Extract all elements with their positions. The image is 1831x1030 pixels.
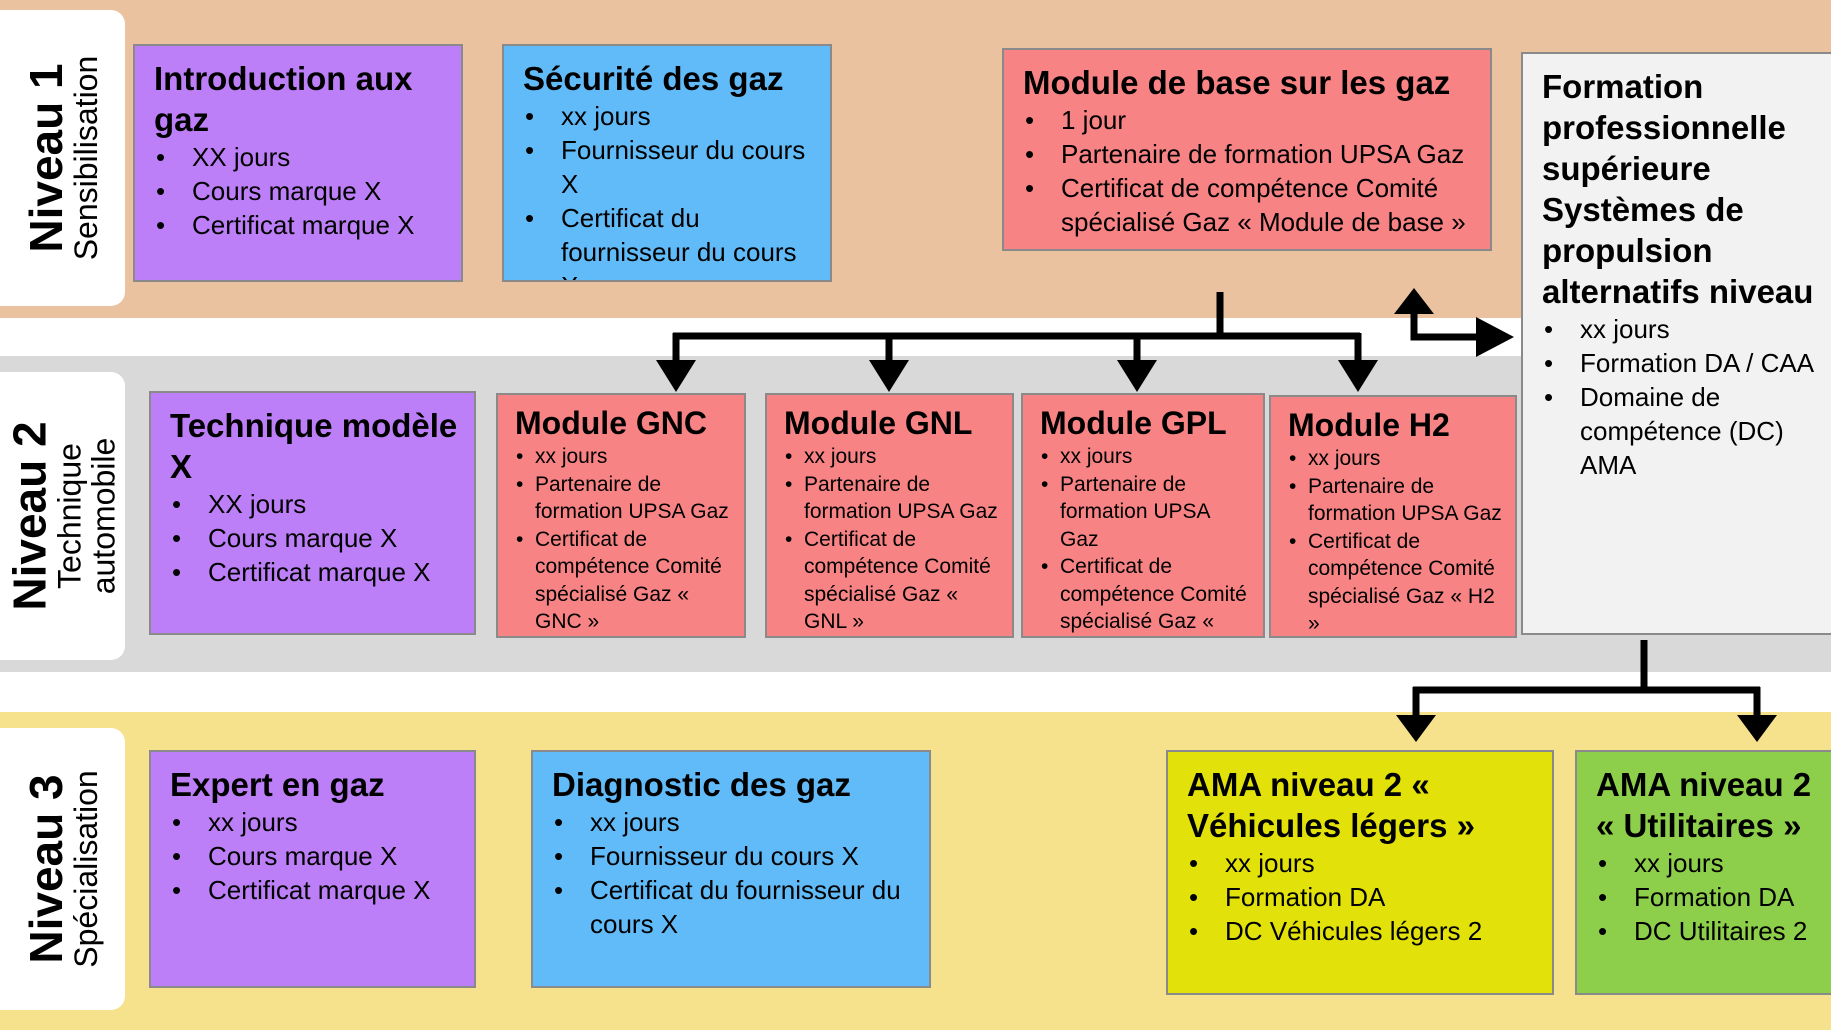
list-item: xx jours	[170, 805, 458, 839]
list-item: Partenaire de formation UPSA Gaz	[1023, 137, 1474, 171]
list-item: DC Utilitaires 2	[1596, 914, 1829, 948]
arrowhead-ama-util	[1737, 715, 1777, 742]
list-item: Certificat marque X	[170, 555, 458, 589]
box-ama-vehicules-legers[interactable]: AMA niveau 2 « Véhicules légers » xx jou…	[1166, 750, 1554, 995]
box-title: Sécurité des gaz	[523, 60, 784, 97]
box-diagnostic-gaz[interactable]: Diagnostic des gaz xx jours Fournisseur …	[531, 750, 931, 988]
arrowhead-gnl	[869, 360, 909, 392]
box-module-gnl[interactable]: Module GNL xx jours Partenaire de format…	[765, 393, 1014, 638]
connector-double-arrow	[1410, 313, 1478, 341]
item-list: 1 jour Partenaire de formation UPSA Gaz …	[1023, 103, 1474, 239]
item-list: xx jours Formation DA DC Utilitaires 2	[1596, 846, 1829, 948]
box-module-gpl[interactable]: Module GPL xx jours Partenaire de format…	[1021, 393, 1265, 638]
list-item: Fournisseur du cours X	[552, 839, 913, 873]
arrowhead-ama-vl	[1396, 715, 1436, 742]
item-list: xx jours Partenaire de formation UPSA Ga…	[1040, 443, 1253, 636]
box-securite-gaz[interactable]: Sécurité des gaz xx jours Fournisseur du…	[502, 44, 832, 282]
item-list: xx jours Formation DA DC Véhicules léger…	[1187, 846, 1536, 948]
list-item: Certificat de compétence Comité spéciali…	[784, 526, 1002, 636]
item-list: xx jours Partenaire de formation UPSA Ga…	[784, 443, 1002, 636]
list-item: Partenaire de formation UPSA Gaz	[784, 471, 1002, 526]
box-module-h2[interactable]: Module H2 xx jours Partenaire de formati…	[1269, 395, 1517, 638]
item-list: xx jours Formation DA / CAA Domaine de c…	[1542, 312, 1831, 482]
box-formation-professionnelle[interactable]: Formation professionnelle supérieure Sys…	[1521, 52, 1831, 635]
list-item: Certificat du fournisseur du cours X	[552, 873, 913, 941]
box-title: Diagnostic des gaz	[552, 766, 851, 803]
list-item: Cours marque X	[154, 174, 445, 208]
box-module-base-gaz[interactable]: Module de base sur les gaz 1 jour Parten…	[1002, 48, 1492, 251]
item-list: xx jours Partenaire de formation UPSA Ga…	[1288, 445, 1505, 637]
box-title: Module GNL	[784, 405, 973, 441]
list-item: Partenaire de formation UPSA Gaz	[1040, 471, 1253, 554]
list-item: Cours marque X	[170, 521, 458, 555]
box-introduction-gaz[interactable]: Introduction aux gaz XX jours Cours marq…	[133, 44, 463, 282]
list-item: xx jours	[515, 443, 734, 471]
list-item: Certificat de compétence Comité spéciali…	[1040, 553, 1253, 636]
box-title: Module GNC	[515, 405, 707, 441]
box-title: Module H2	[1288, 407, 1450, 443]
level-1-label: Niveau 1 Sensibilisation	[0, 10, 125, 306]
box-title: AMA niveau 2 « Utilitaires »	[1596, 766, 1812, 844]
item-list: XX jours Cours marque X Certificat marqu…	[154, 140, 445, 242]
list-item: Formation DA / CAA	[1542, 346, 1831, 380]
list-item: Fournisseur du cours X	[523, 133, 814, 201]
box-ama-utilitaires[interactable]: AMA niveau 2 « Utilitaires » xx jours Fo…	[1575, 750, 1831, 995]
box-expert-gaz[interactable]: Expert en gaz xx jours Cours marque X Ce…	[149, 750, 476, 988]
list-item: xx jours	[523, 99, 814, 133]
item-list: xx jours Cours marque X Certificat marqu…	[170, 805, 458, 907]
list-item: XX jours	[170, 487, 458, 521]
list-item: xx jours	[1288, 445, 1505, 473]
arrowhead-up-base	[1394, 288, 1434, 314]
list-item: Certificat marque X	[154, 208, 445, 242]
item-list: XX jours Cours marque X Certificat marqu…	[170, 487, 458, 589]
box-title: Introduction aux gaz	[154, 60, 413, 138]
list-item: Certificat de compétence Comité spéciali…	[1023, 171, 1474, 239]
box-title: AMA niveau 2 « Véhicules légers »	[1187, 766, 1475, 844]
item-list: xx jours Fournisseur du cours X Certific…	[523, 99, 814, 280]
box-module-gnc[interactable]: Module GNC xx jours Partenaire de format…	[496, 393, 746, 638]
list-item: xx jours	[1040, 443, 1253, 471]
list-item: Domaine de compétence (DC) AMA	[1542, 380, 1831, 482]
item-list: xx jours Fournisseur du cours X Certific…	[552, 805, 913, 941]
level-3-label: Niveau 3 Spécialisation	[0, 728, 125, 1010]
list-item: DC Véhicules légers 2	[1187, 914, 1536, 948]
list-item: Partenaire de formation UPSA Gaz	[515, 471, 734, 526]
box-title: Module de base sur les gaz	[1023, 64, 1451, 101]
item-list: xx jours Partenaire de formation UPSA Ga…	[515, 443, 734, 636]
list-item: xx jours	[552, 805, 913, 839]
arrowhead-gnc	[656, 360, 696, 392]
list-item: xx jours	[784, 443, 1002, 471]
list-item: Certificat du fournisseur du cours X	[523, 201, 814, 280]
list-item: Certificat de compétence Comité spéciali…	[1288, 528, 1505, 637]
box-title: Formation professionnelle supérieure Sys…	[1542, 68, 1814, 310]
box-title: Expert en gaz	[170, 766, 385, 803]
level-2-label: Niveau 2 Technique automobile	[0, 372, 125, 660]
arrowhead-gpl	[1117, 360, 1157, 392]
list-item: xx jours	[1187, 846, 1536, 880]
box-technique-modele[interactable]: Technique modèle X XX jours Cours marque…	[149, 391, 476, 635]
arrowhead-h2	[1338, 360, 1378, 392]
list-item: Formation DA	[1596, 880, 1829, 914]
box-title: Technique modèle X	[170, 407, 458, 485]
list-item: 1 jour	[1023, 103, 1474, 137]
list-item: Certificat de compétence Comité spéciali…	[515, 526, 734, 636]
list-item: Partenaire de formation UPSA Gaz	[1288, 473, 1505, 528]
list-item: Formation DA	[1187, 880, 1536, 914]
list-item: xx jours	[1542, 312, 1831, 346]
arrowhead-right-pro	[1476, 317, 1514, 357]
box-title: Module GPL	[1040, 405, 1227, 441]
list-item: XX jours	[154, 140, 445, 174]
list-item: Cours marque X	[170, 839, 458, 873]
list-item: Certificat marque X	[170, 873, 458, 907]
list-item: xx jours	[1596, 846, 1829, 880]
